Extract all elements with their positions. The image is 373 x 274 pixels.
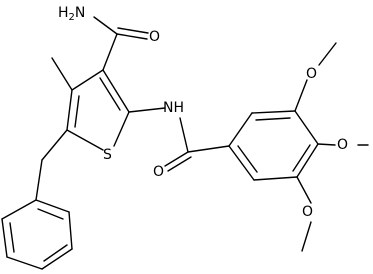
bond-cco-o-1	[164, 151, 189, 167]
bond-c3-c4	[71, 69, 104, 91]
bond-nh-cco	[179, 117, 189, 153]
bond-ph-4	[41, 248, 73, 270]
bond-ar-2-inner	[255, 117, 291, 121]
bond-ar-o3	[294, 79, 308, 112]
thiophene-sulfur-label: S	[103, 147, 112, 163]
bond-ar-4	[296, 143, 319, 178]
bond-camide-nh2	[93, 16, 118, 35]
bond-c4-c5-inner	[74, 95, 80, 128]
benzoyl-oxygen-label: O	[153, 164, 164, 180]
bond-ar-2	[251, 110, 296, 114]
amide-nh2-label: H2N	[58, 5, 85, 23]
bond-camide-o-1	[116, 33, 148, 40]
bond-ph-6-inner	[37, 208, 64, 220]
bond-c3-camide	[102, 33, 118, 71]
bond-ph-6	[35, 199, 70, 213]
bond-ph-3	[6, 256, 43, 270]
bond-c5-s	[66, 129, 104, 151]
methoxy-oxygen-5-label: O	[302, 204, 313, 220]
bond-c2-c3	[102, 69, 130, 113]
bond-c4-c5	[66, 89, 73, 131]
methoxy-oxygen-3-label: O	[306, 66, 317, 82]
bond-ar-1	[228, 112, 253, 147]
bond-ar-4-inner	[292, 144, 311, 172]
bond-ph-5	[68, 211, 73, 250]
bond-ph-1	[1, 199, 37, 220]
bond-o5-me	[301, 221, 312, 252]
bond-ph-2	[1, 218, 8, 258]
bond-c4-methyl	[51, 57, 73, 91]
bond-ch2-ph	[35, 159, 43, 201]
bond-lines	[1, 16, 369, 270]
bond-ph-2-inner	[9, 222, 15, 253]
bond-ar-5	[253, 176, 298, 181]
bond-s-c2	[113, 111, 130, 147]
bond-ar-o4	[317, 143, 336, 146]
methoxy-oxygen-4-label: O	[337, 137, 348, 153]
bond-ar-3	[294, 110, 319, 145]
bond-cco-o-2	[167, 156, 192, 172]
bond-ar-6-inner	[237, 145, 258, 173]
bond-ar-6	[228, 145, 255, 181]
bond-ar-o5	[296, 176, 312, 204]
atom-labels: H2N O S NH O O O O	[58, 5, 348, 220]
bond-camide-o-2	[117, 27, 149, 34]
bond-c2-c3-inner	[99, 77, 121, 111]
bond-cco-ar	[187, 145, 230, 153]
bond-c5-ch2	[41, 129, 68, 161]
bond-o3-me	[318, 42, 337, 66]
bond-c2-nh	[128, 107, 166, 113]
amide-oxygen-label: O	[149, 29, 160, 45]
bond-ph-4-inner	[43, 244, 68, 262]
amide-nh-label: NH	[163, 100, 184, 116]
